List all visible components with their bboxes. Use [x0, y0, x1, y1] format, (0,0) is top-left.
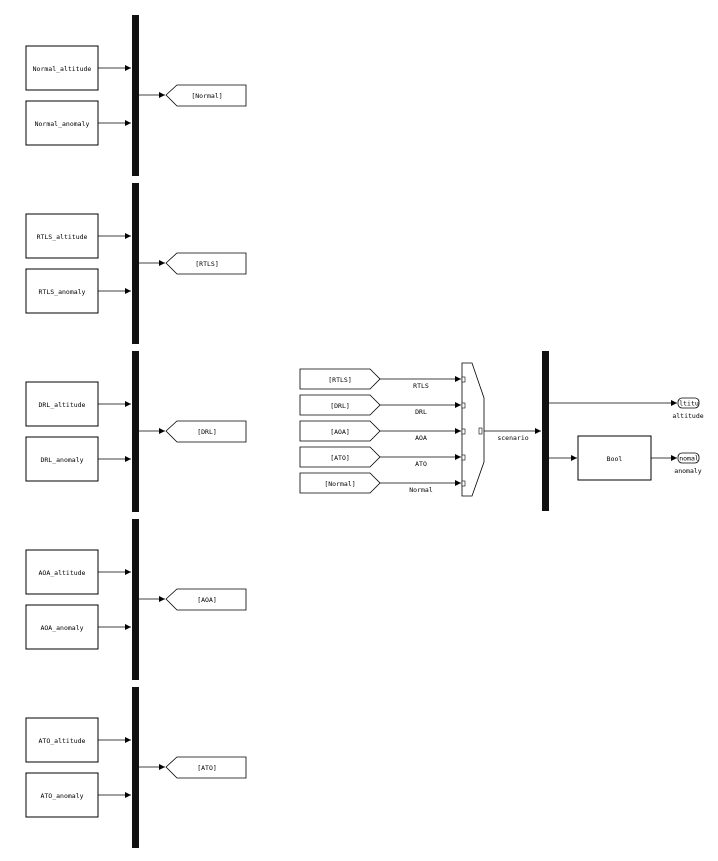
- mux-group-drl: DRL_altitude DRL_anomaly [DRL]: [25, 351, 247, 512]
- mux-bar[interactable]: [132, 15, 139, 176]
- goto-tag-block[interactable]: [ATO]: [165, 756, 247, 779]
- mux-group-rtls: RTLS_altitude RTLS_anomaly [RTLS]: [25, 183, 247, 344]
- mux-bar[interactable]: [132, 351, 139, 512]
- anomaly-source-block[interactable]: ATO_anomaly: [25, 772, 99, 818]
- from-tag-label: [Normal]: [324, 480, 355, 488]
- switch-port-icon: [461, 480, 466, 487]
- mux-bar[interactable]: [132, 687, 139, 848]
- multiport-switch[interactable]: [461, 362, 485, 497]
- from-tag-label: [AOA]: [330, 428, 350, 436]
- outport-number: ltitu: [679, 400, 699, 408]
- goto-tag-block[interactable]: [RTLS]: [165, 252, 247, 275]
- bool-block-label: Bool: [607, 455, 623, 463]
- altitude-source-block[interactable]: RTLS_altitude: [25, 213, 99, 259]
- mux-group-ato: ATO_altitude ATO_anomaly [ATO]: [25, 687, 247, 848]
- goto-tag-block[interactable]: [AOA]: [165, 588, 247, 611]
- goto-tag-label: [Normal]: [191, 92, 222, 100]
- mux-group-aoa: AOA_altitude AOA_anomaly [AOA]: [25, 519, 247, 680]
- goto-tag-label: [ATO]: [197, 764, 217, 772]
- altitude-block-label: AOA_altitude: [39, 569, 86, 577]
- anomaly-block-label: Normal_anomaly: [35, 120, 90, 128]
- signal-label-aoa: AOA: [415, 434, 427, 442]
- from-tag-drl[interactable]: [DRL]: [299, 394, 381, 416]
- altitude-outport[interactable]: ltitu: [677, 397, 700, 409]
- mux-bar[interactable]: [132, 519, 139, 680]
- altitude-outport-label: altitude: [672, 412, 703, 420]
- switch-port-icon: [461, 402, 466, 409]
- altitude-block-label: Normal_altitude: [33, 65, 92, 73]
- anomaly-source-block[interactable]: AOA_anomaly: [25, 604, 99, 650]
- anomaly-source-block[interactable]: DRL_anomaly: [25, 436, 99, 482]
- from-tag-label: [ATO]: [330, 454, 350, 462]
- from-tag-label: [RTLS]: [328, 376, 351, 384]
- signal-label-rtls: RTLS: [413, 382, 429, 390]
- mux-bar[interactable]: [132, 183, 139, 344]
- altitude-source-block[interactable]: ATO_altitude: [25, 717, 99, 763]
- anomaly-block-label: AOA_anomaly: [40, 624, 83, 632]
- anomaly-block-label: ATO_anomaly: [40, 792, 83, 800]
- mux-group-normal: Normal_altitude Normal_anomaly [Normal]: [25, 15, 247, 176]
- from-tag-rtls[interactable]: [RTLS]: [299, 368, 381, 390]
- altitude-block-label: DRL_altitude: [39, 401, 86, 409]
- signal-label-normal: Normal: [409, 486, 433, 494]
- switch-port-icon: [461, 428, 466, 435]
- scenario-signal-label: scenario: [497, 434, 528, 442]
- goto-tag-block[interactable]: [Normal]: [165, 84, 247, 107]
- from-tag-ato[interactable]: [ATO]: [299, 446, 381, 468]
- switch-port-icon: [461, 454, 466, 461]
- from-tag-normal[interactable]: [Normal]: [299, 472, 381, 494]
- switch-port-icon: [461, 376, 466, 383]
- anomaly-source-block[interactable]: Normal_anomaly: [25, 100, 99, 146]
- from-tag-aoa[interactable]: [AOA]: [299, 420, 381, 442]
- altitude-block-label: ATO_altitude: [39, 737, 86, 745]
- altitude-source-block[interactable]: DRL_altitude: [25, 381, 99, 427]
- signal-label-drl: DRL: [415, 408, 427, 416]
- outport-number: nomal: [679, 455, 699, 463]
- anomaly-block-label: DRL_anomaly: [40, 456, 83, 464]
- goto-tag-block[interactable]: [DRL]: [165, 420, 247, 443]
- goto-tag-label: [RTLS]: [195, 260, 218, 268]
- goto-tag-label: [AOA]: [197, 596, 217, 604]
- from-tag-label: [DRL]: [330, 402, 350, 410]
- anomaly-source-block[interactable]: RTLS_anomaly: [25, 268, 99, 314]
- bool-block[interactable]: Bool: [577, 435, 652, 481]
- demux-bar[interactable]: [542, 351, 549, 511]
- altitude-source-block[interactable]: Normal_altitude: [25, 45, 99, 91]
- signal-label-ato: ATO: [415, 460, 427, 468]
- altitude-block-label: RTLS_altitude: [37, 233, 88, 241]
- goto-tag-label: [DRL]: [197, 428, 217, 436]
- altitude-source-block[interactable]: AOA_altitude: [25, 549, 99, 595]
- switch-output-port-icon: [478, 427, 483, 435]
- anomaly-block-label: RTLS_anomaly: [39, 288, 86, 296]
- anomaly-outport[interactable]: nomal: [677, 452, 700, 464]
- anomaly-outport-label: anomaly: [674, 467, 701, 475]
